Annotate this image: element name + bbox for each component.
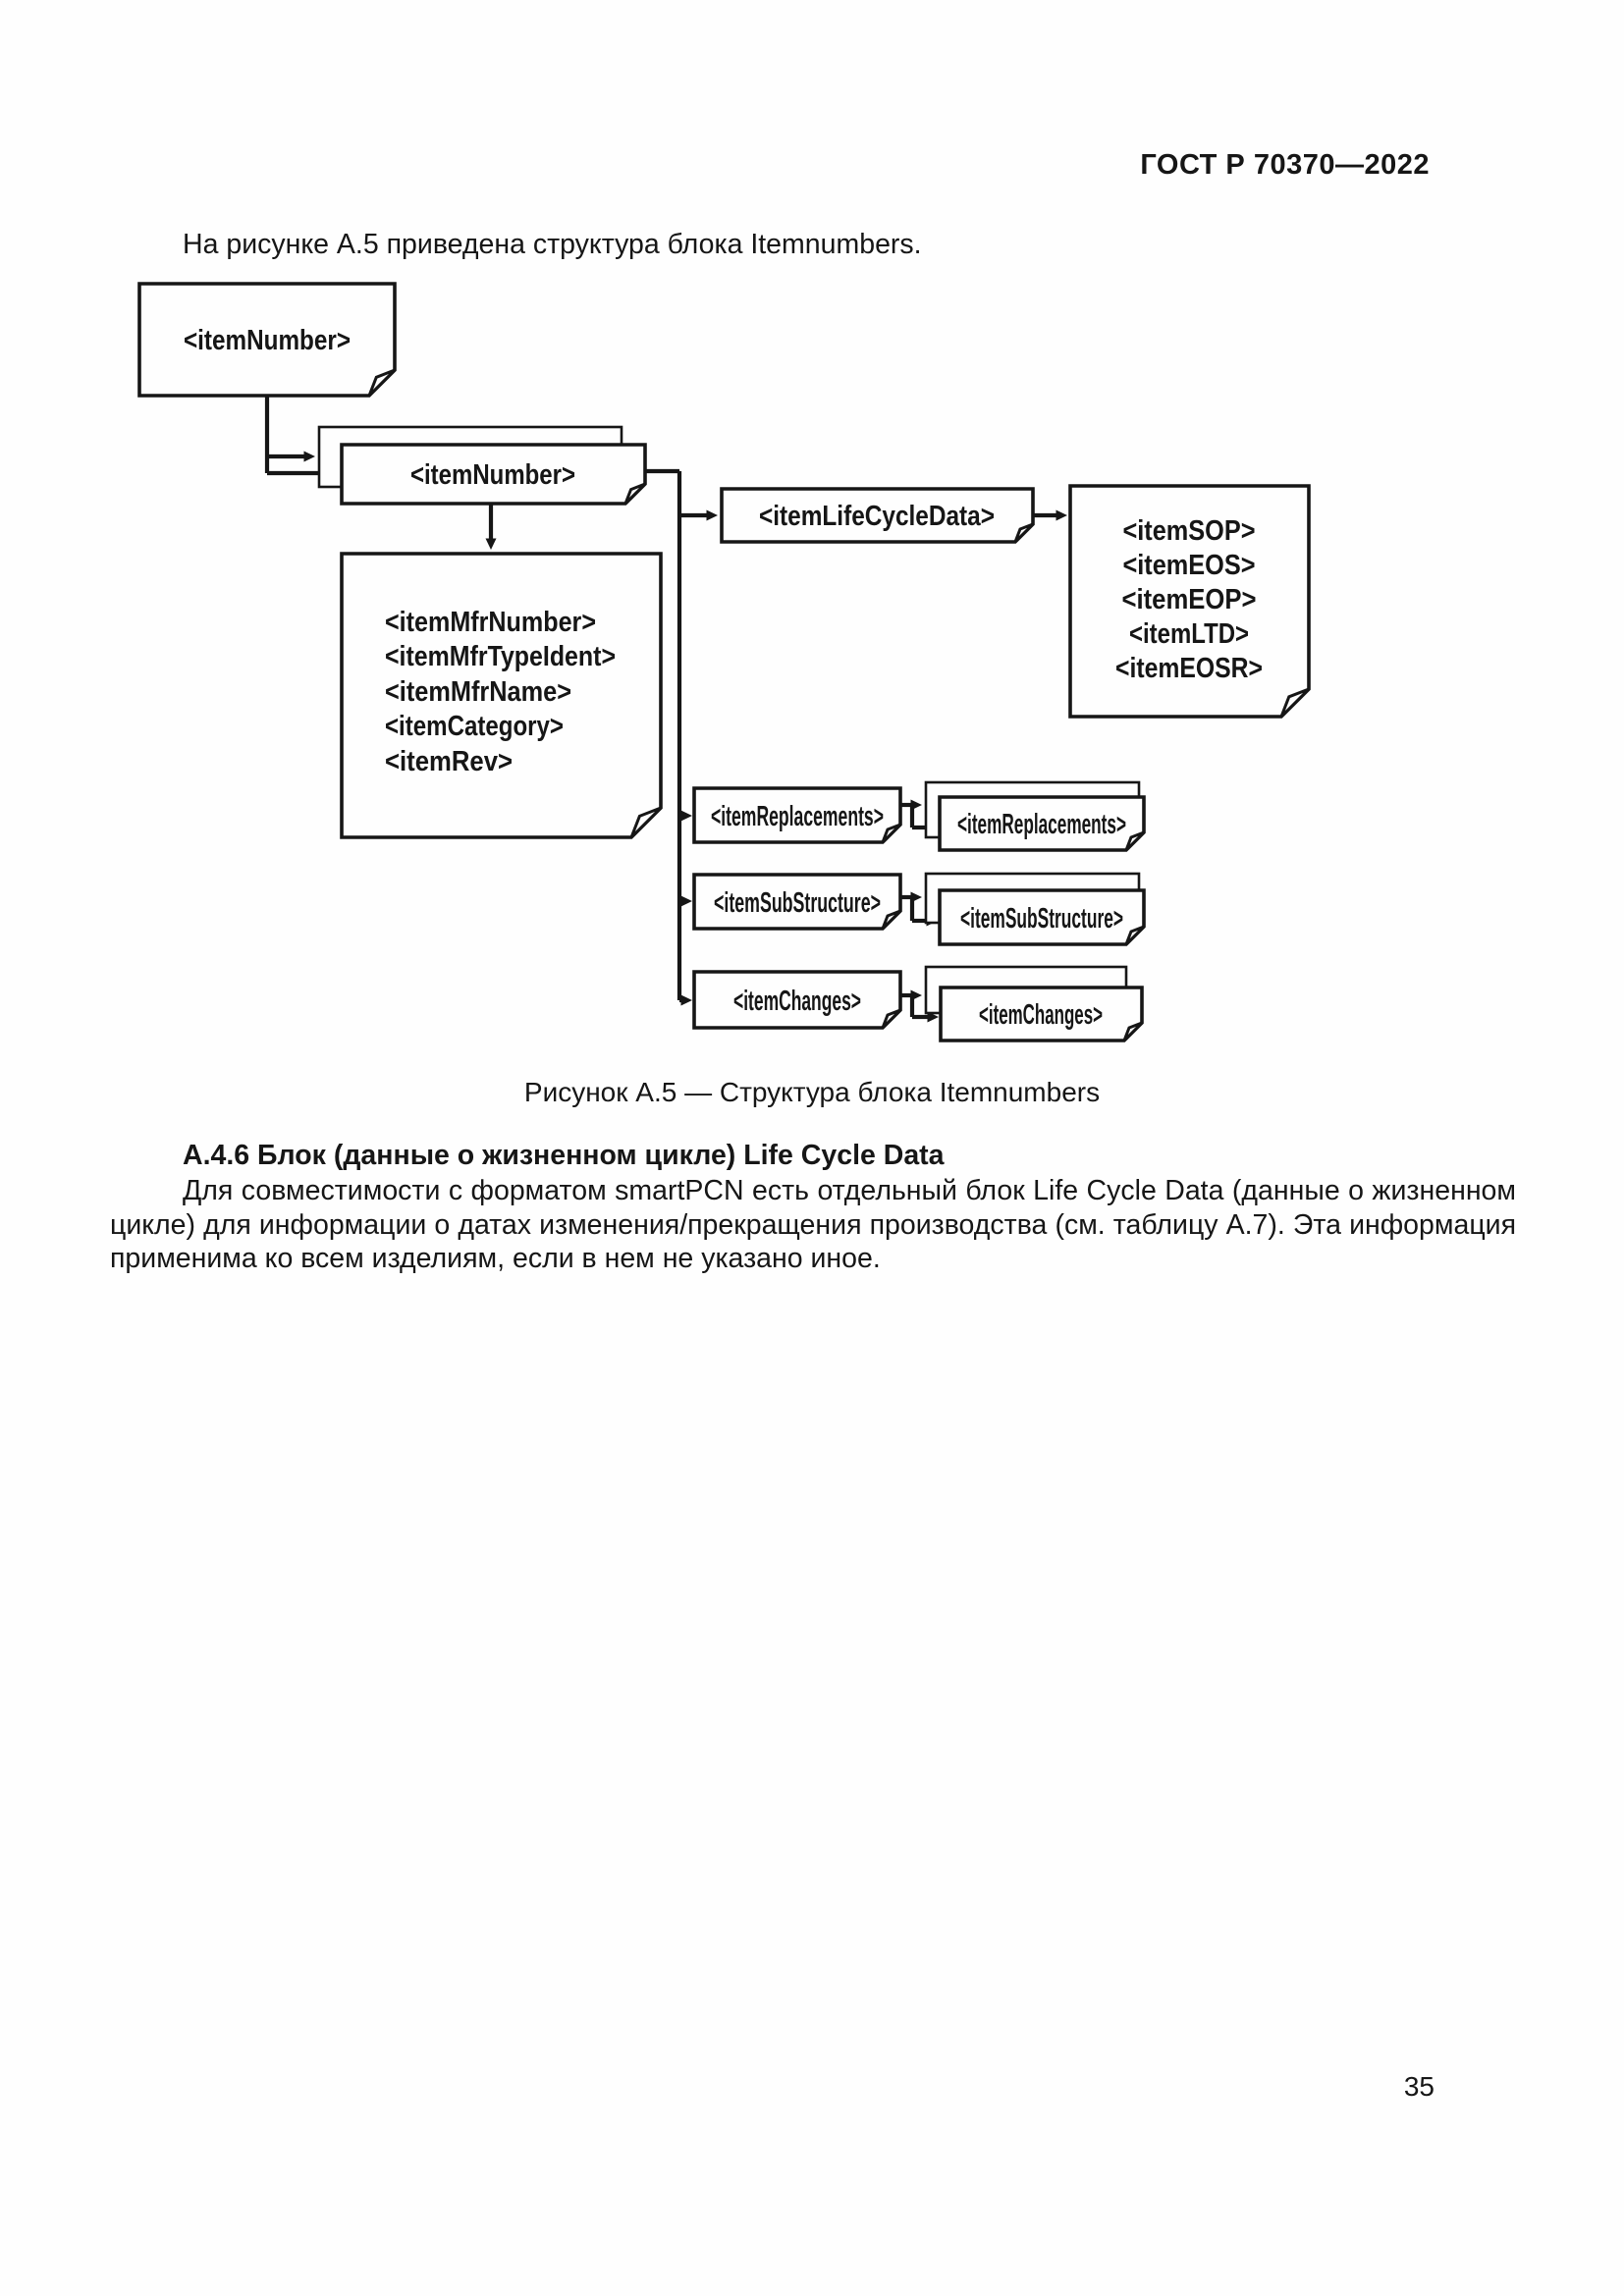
figure-caption: Рисунок А.5 — Структура блока Itemnumber…: [523, 1077, 1101, 1107]
section-heading: А.4.6 Блок (данные о жизненном цикле) Li…: [183, 1140, 945, 1171]
box-lifecycle-dates: <itemSOP> <itemEOS> <itemEOP> <itemLTD> …: [1068, 484, 1311, 719]
box-item-replacements-target: <itemReplacements>: [924, 780, 1146, 852]
item-changes-label: <itemChanges>: [733, 986, 861, 1017]
figure-a5-diagram: <itemNumber> <itemNumber> <itemMfrNumber…: [137, 282, 1311, 1042]
box-item-replacements-source: <itemReplacements>: [692, 786, 902, 844]
box-item-substructure-source: <itemSubStructure>: [692, 873, 902, 931]
item-category-label: <itemCategory>: [385, 711, 564, 742]
item-substructure-label: <itemSubStructure>: [714, 887, 881, 919]
item-replacements-target-label: <itemReplacements>: [957, 809, 1126, 840]
root-itemnumber-label: <itemNumber>: [184, 325, 351, 356]
itemnumber-label: <itemNumber>: [410, 459, 575, 491]
item-rev-label: <itemRev>: [385, 746, 513, 777]
item-sop-label: <itemSOP>: [1123, 515, 1256, 547]
item-mfr-name-label: <itemMfrName>: [385, 676, 571, 708]
box-root-itemnumber: <itemNumber>: [137, 282, 397, 398]
item-eop-label: <itemEOP>: [1122, 584, 1257, 615]
item-replacements-label: <itemReplacements>: [711, 801, 884, 832]
item-eosr-label: <itemEOSR>: [1115, 653, 1263, 684]
box-item-mfr-data: <itemMfrNumber> <itemMfrTypeIdent> <item…: [340, 552, 663, 839]
box-item-changes-source: <itemChanges>: [692, 970, 902, 1030]
box-itemnumber-stack: <itemNumber>: [317, 425, 647, 506]
item-mfr-number-label: <itemMfrNumber>: [385, 607, 596, 638]
item-lifecycledata-label: <itemLifeCycleData>: [759, 501, 995, 532]
box-item-changes-target: <itemChanges>: [924, 965, 1144, 1042]
page-number: 35: [1403, 2071, 1435, 2102]
item-mfr-typeident-label: <itemMfrTypeIdent>: [385, 641, 616, 672]
item-substructure-target-label: <itemSubStructure>: [960, 903, 1123, 934]
item-eos-label: <itemEOS>: [1123, 550, 1256, 581]
body-paragraph: Для совместимости с форматом smartPCN ес…: [110, 1175, 1516, 1274]
item-changes-target-label: <itemChanges>: [979, 999, 1103, 1031]
intro-paragraph: На рисунке А.5 приведена структура блока…: [183, 229, 922, 260]
page-header-standard-number: ГОСТ Р 70370—2022: [1140, 149, 1430, 181]
box-item-substructure-target: <itemSubStructure>: [924, 872, 1146, 946]
box-item-lifecycle-link: <itemLifeCycleData>: [720, 487, 1035, 544]
item-ltd-label: <itemLTD>: [1129, 618, 1249, 650]
connector-lines: [264, 396, 1067, 1023]
